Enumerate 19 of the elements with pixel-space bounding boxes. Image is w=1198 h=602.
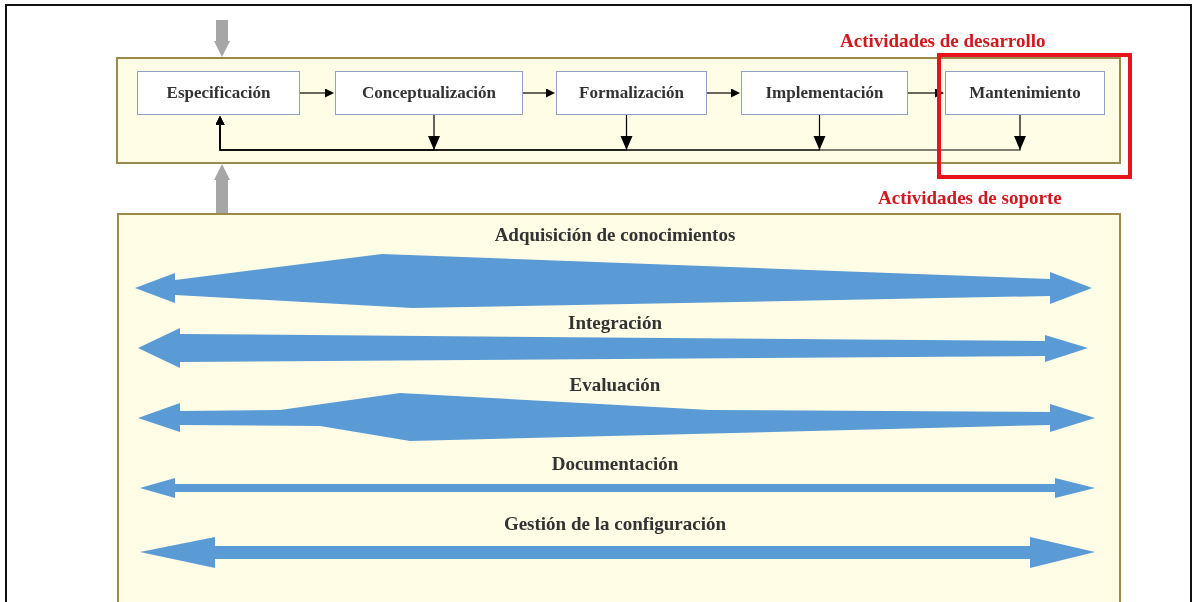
process-step: Conceptualización (335, 71, 523, 115)
panel-title: Actividades de soporte (878, 187, 1062, 209)
process-step: Mantenimiento (945, 71, 1105, 115)
process-step: Formalización (556, 71, 707, 115)
band-label: Adquisición de conocimientos (493, 224, 737, 246)
band-label: Documentación (550, 453, 680, 475)
arrow (299, 88, 334, 98)
arrow (215, 114, 1026, 151)
band-label: Integración (567, 312, 663, 334)
arrow (907, 88, 944, 98)
process-step: Implementación (741, 71, 908, 115)
band-label: Evaluación (568, 374, 662, 396)
block-arrow (214, 164, 230, 213)
process-step: Especificación (137, 71, 300, 115)
panel-title: Actividades de desarrollo (840, 30, 1046, 52)
block-arrow (214, 20, 230, 57)
arrow (706, 88, 740, 98)
arrow (522, 88, 555, 98)
band-label: Gestión de la configuración (502, 513, 728, 535)
